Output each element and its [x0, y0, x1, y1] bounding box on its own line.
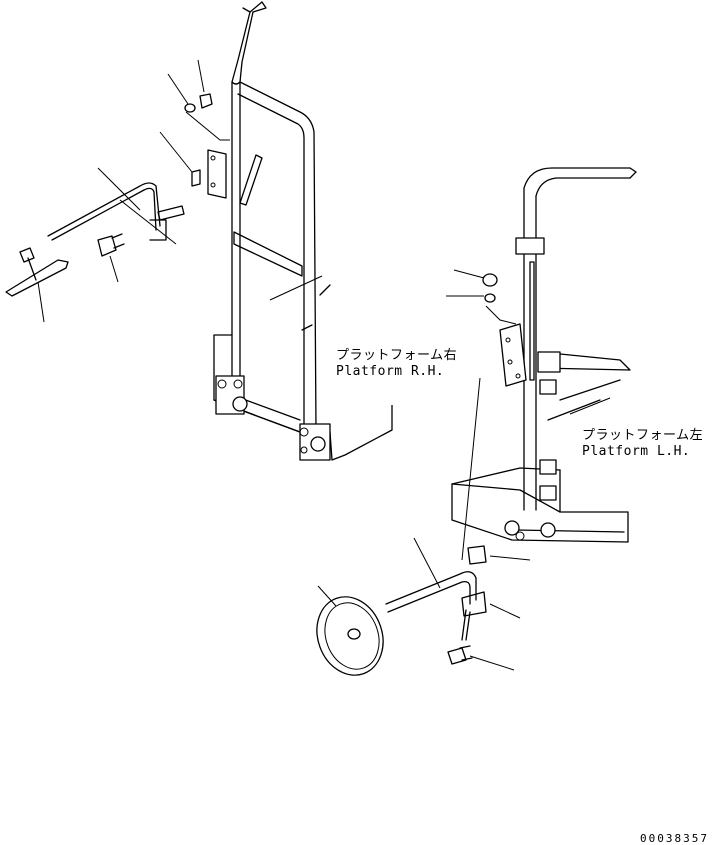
mirror-rh [5, 247, 69, 297]
nut-washer-rh [184, 93, 230, 141]
platform-lh-label-jp: プラットフォーム左 [582, 428, 704, 443]
clamp-lh [467, 545, 487, 565]
u-bolt-lh [447, 645, 473, 665]
platform-lh-label-en: Platform L.H. [582, 444, 691, 459]
leader-lines-lh [317, 269, 611, 671]
u-bolt-rh [97, 233, 125, 257]
nut-washer-lh [482, 273, 517, 325]
mirror-stay-lh [385, 377, 487, 641]
platform-lh-assembly [316, 167, 637, 676]
handrail-rh [215, 1, 331, 461]
handrail-lh [504, 167, 637, 541]
platform-rh-label-jp: プラットフォーム右 [336, 348, 458, 363]
mirror-bracket-lh [499, 323, 527, 387]
platform-rh-assembly [5, 1, 393, 461]
mirror-stay-rh [47, 182, 185, 241]
leader-lines-rh [37, 59, 323, 323]
drawing-number: 00038357 [640, 832, 709, 845]
mirror-bracket-rh [191, 149, 263, 206]
mirror-lh [316, 596, 384, 676]
platform-lh-box [451, 379, 629, 543]
platform-rh-label-en: Platform R.H. [336, 364, 445, 379]
